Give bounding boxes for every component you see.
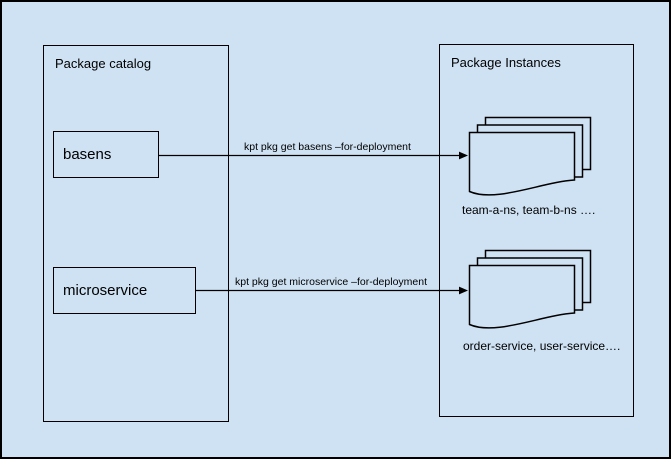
package-node-microservice: microservice	[53, 267, 196, 314]
package-node-label: basens	[63, 146, 112, 163]
package-instances-box: Package Instances	[439, 44, 634, 417]
package-catalog-title: Package catalog	[55, 56, 152, 71]
package-node-basens: basens	[53, 131, 159, 178]
document-stack-icon	[468, 249, 592, 329]
stack-caption-namespaces: team-a-ns, team-b-ns ….	[462, 203, 596, 217]
package-node-label: microservice	[63, 282, 148, 299]
arrow-label-microservice: kpt pkg get microservice –for-deployment	[235, 276, 427, 288]
package-instances-title: Package Instances	[451, 55, 561, 70]
arrow-label-basens: kpt pkg get basens –for-deployment	[244, 141, 411, 153]
package-catalog-box: Package catalog	[43, 45, 229, 422]
stack-caption-services: order-service, user-service….	[463, 339, 621, 353]
document-stack-icon	[468, 116, 592, 196]
